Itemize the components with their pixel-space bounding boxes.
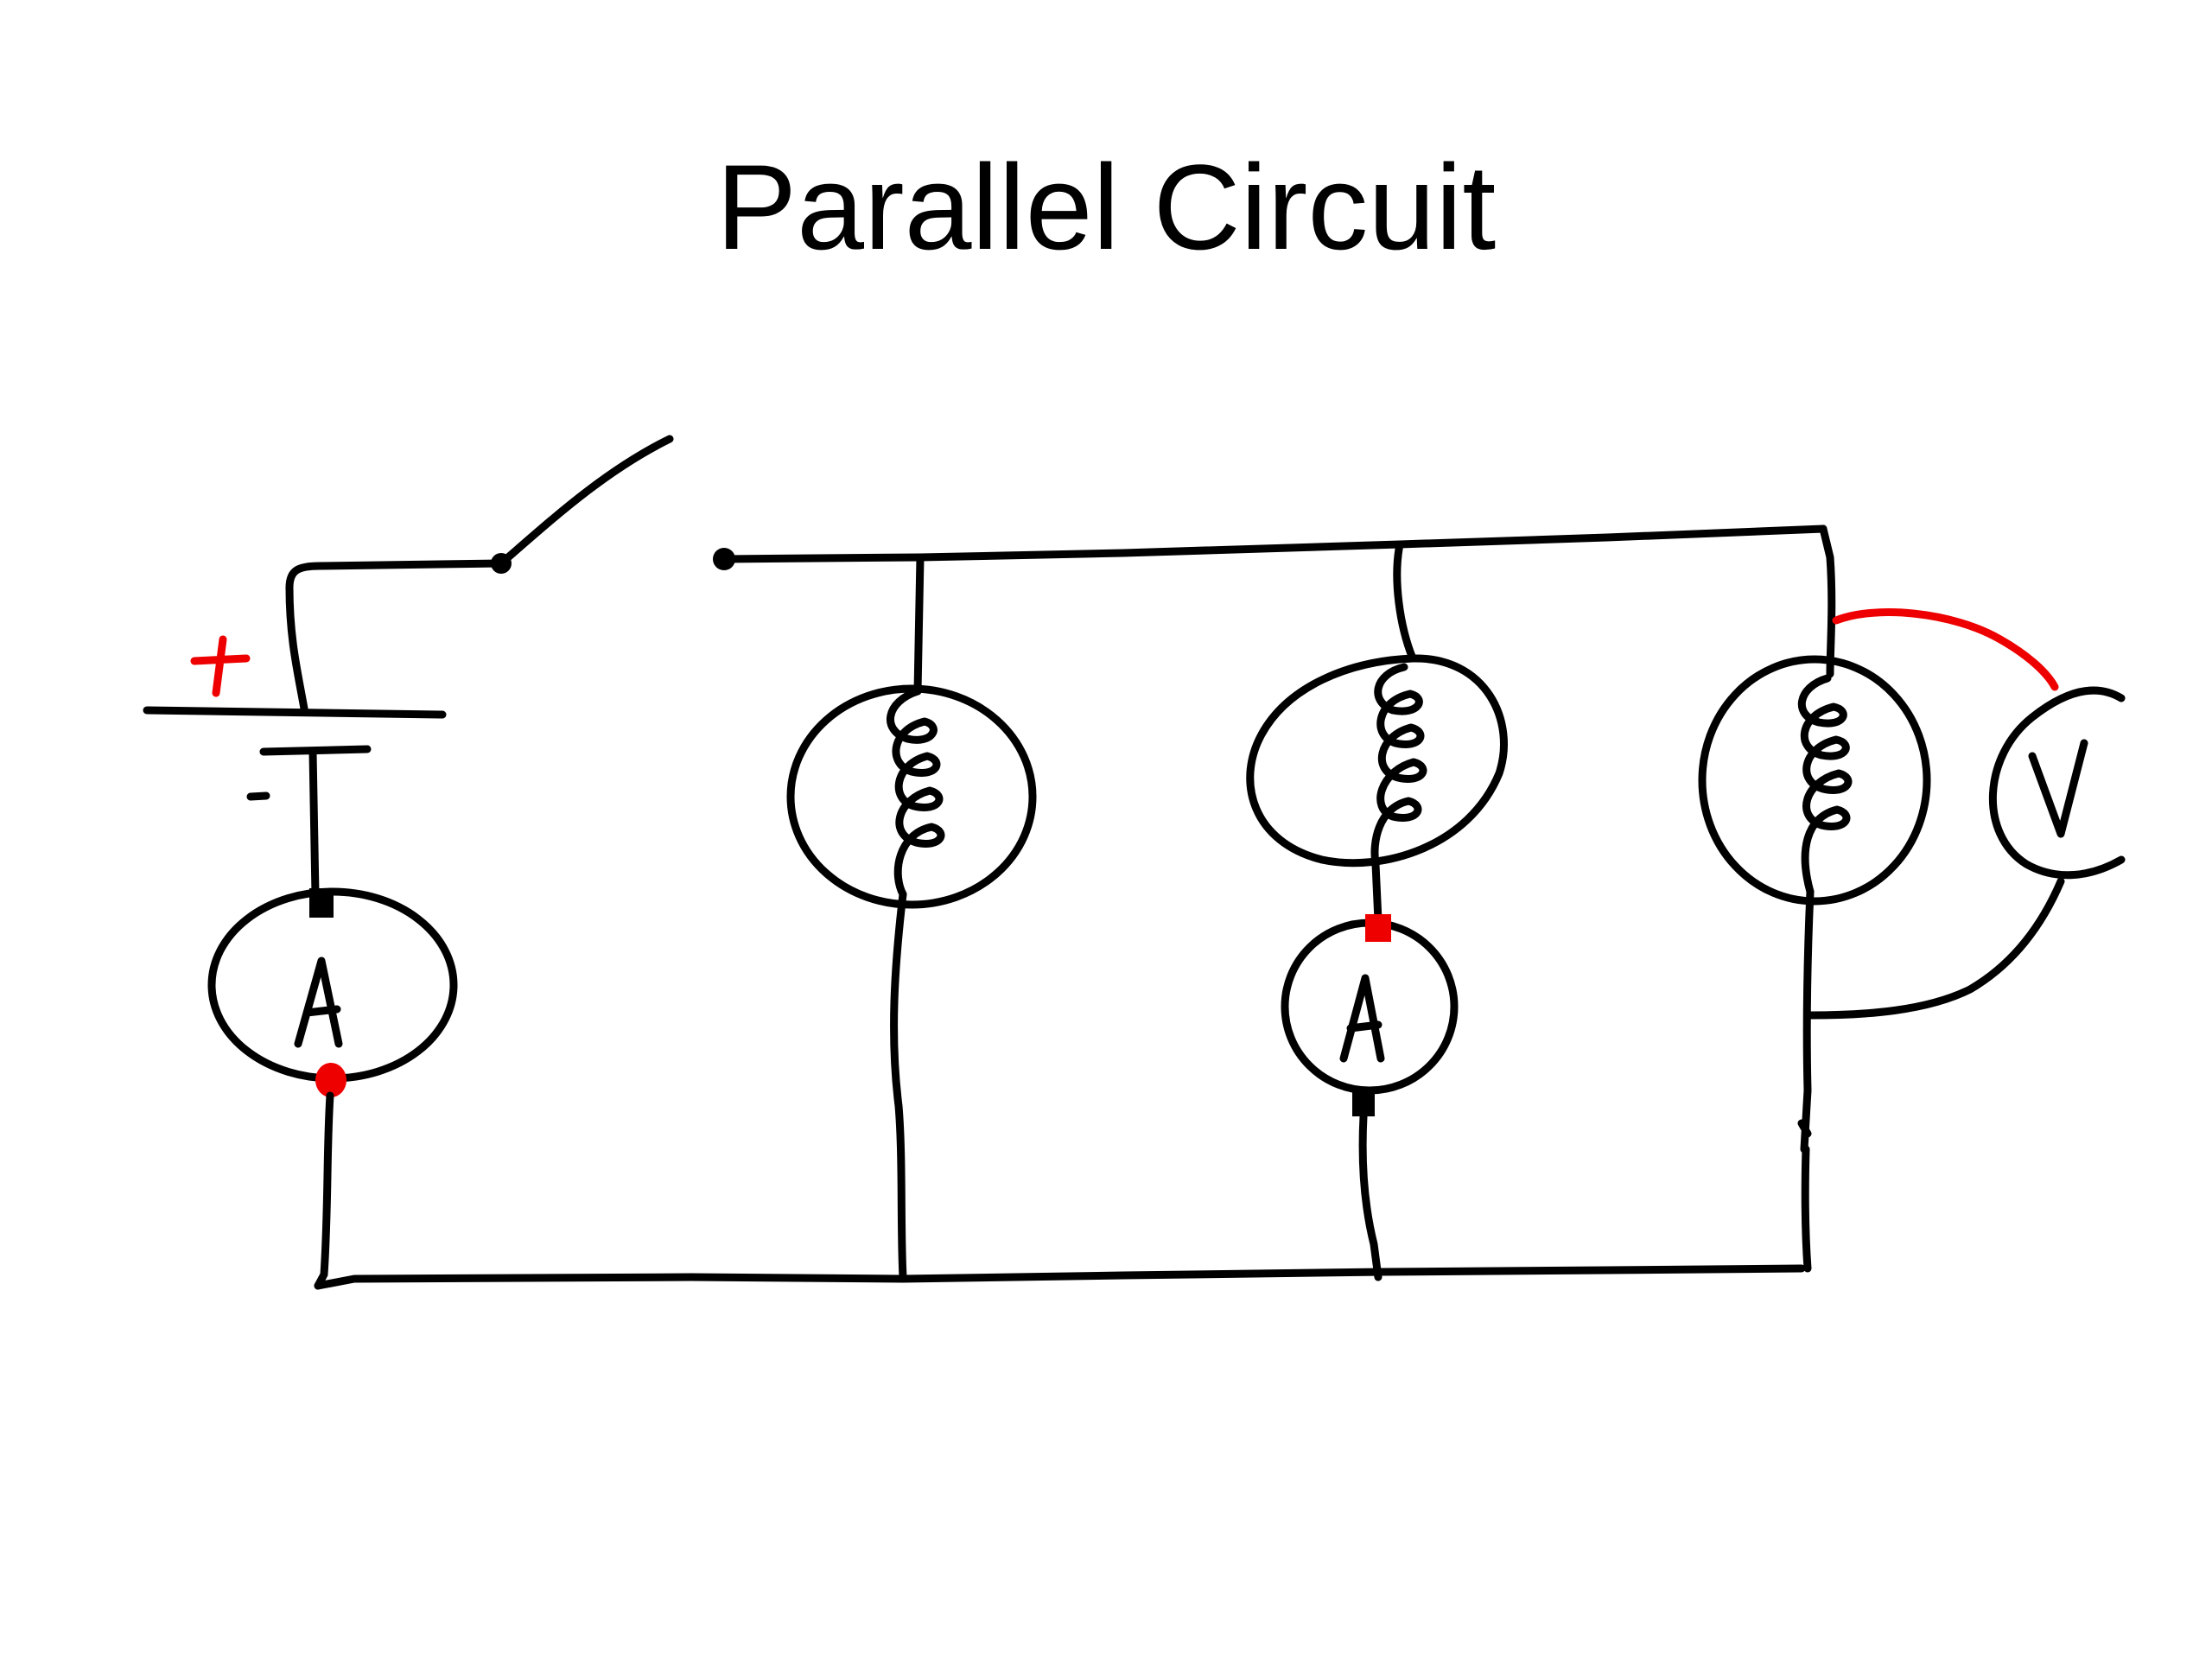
light-bulb-icon (1246, 654, 1508, 868)
wire-branch-3-top (1819, 524, 1836, 678)
wire-branch-1-top (913, 553, 925, 696)
wire-top-rail (720, 524, 1827, 563)
wire-branch-1-bottom (890, 890, 907, 1281)
wire-bottom-rail (314, 1264, 1806, 1290)
wire-branch-3-bottom (1797, 887, 1815, 1273)
slide-title: Parallel Circuit (715, 139, 1497, 275)
voltmeter-lead-negative (1806, 877, 2065, 1020)
light-bulb-icon (786, 684, 1037, 909)
voltmeter-icon (1989, 686, 2126, 880)
wire-branch-2-top (1393, 540, 1417, 663)
light-bulb-icon (1698, 655, 1931, 906)
wire-battery-to-ammeter (308, 747, 320, 899)
wire-branch-2-mid (1371, 860, 1382, 925)
ammeter-icon (1281, 914, 1459, 1116)
voltmeter-lead-positive (1832, 608, 2059, 691)
ammeter-icon (207, 887, 458, 1097)
open-switch-icon (491, 435, 735, 574)
wire-ammeter-to-bottom (314, 1091, 334, 1290)
wire-battery-to-switch (285, 559, 505, 713)
wire-branch-2-bottom (1358, 1112, 1382, 1281)
